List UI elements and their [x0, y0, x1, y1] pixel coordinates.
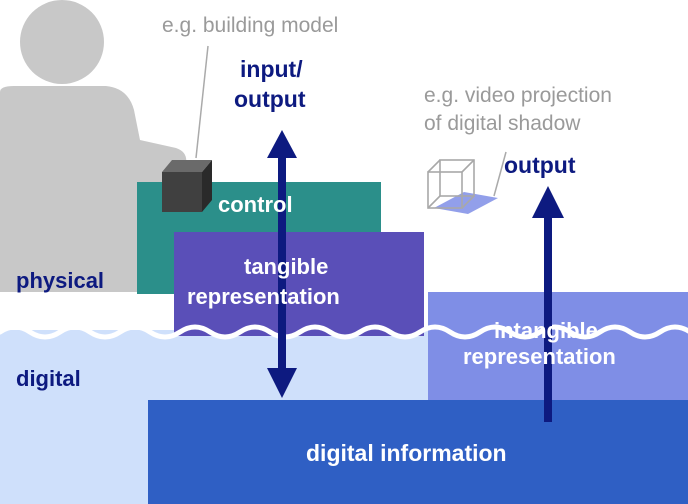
wireframe-cube-icon [427, 159, 498, 214]
building-model-pointer [195, 45, 209, 159]
output-arrow [532, 186, 564, 422]
input-output-label-line1: input/ [240, 56, 303, 82]
water-wave-line [0, 324, 688, 340]
video-projection-pointer [493, 151, 507, 197]
person-silhouette-icon [0, 0, 187, 292]
tangible-label-line1: tangible [244, 254, 329, 279]
intangible-label-line1: intangible [494, 318, 598, 343]
building-model-annotation: e.g. building model [162, 14, 339, 37]
tangible-label-line2: representation [187, 284, 340, 309]
control-label: control [218, 192, 293, 217]
intangible-label-line2: representation [463, 344, 616, 369]
digital-information-label: digital information [306, 440, 507, 466]
digital-information-block [148, 400, 688, 504]
digital-layer-label: digital [16, 366, 81, 391]
video-projection-annotation-line1: e.g. video projection [424, 84, 612, 107]
tangible-block [174, 232, 424, 336]
input-output-arrow [267, 130, 297, 398]
video-projection-annotation-line2: of digital shadow [424, 112, 581, 135]
physical-layer-label: physical [16, 268, 105, 293]
physical-cube-icon [162, 160, 212, 212]
input-output-label-line2: output [234, 86, 306, 112]
intangible-block [428, 292, 688, 418]
output-label: output [504, 152, 576, 178]
